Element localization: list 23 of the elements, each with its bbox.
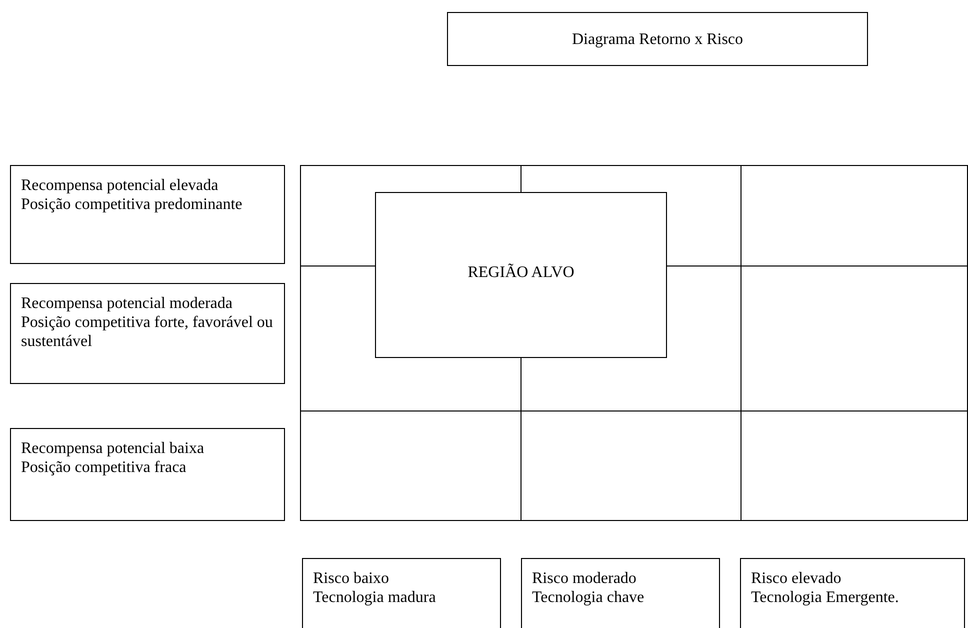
box-text: Risco elevado — [751, 569, 842, 588]
box-text: Posição competitiva forte, favorável ou sustentável — [21, 313, 274, 351]
box-text: Recompensa potencial baixa — [21, 439, 206, 458]
box-text: Risco moderado — [532, 569, 638, 588]
box-text: Posição competitiva fraca — [21, 458, 188, 477]
box-text: Tecnologia madura — [313, 588, 437, 607]
risk-box — [521, 558, 720, 628]
risk-box — [302, 558, 501, 628]
title-box — [447, 12, 868, 66]
reward-box — [10, 165, 285, 264]
reward-box — [10, 428, 285, 521]
target-region-box — [375, 192, 667, 358]
box-label: Diagrama Retorno x Risco — [572, 30, 744, 48]
box-text: Tecnologia Emergente. — [751, 588, 900, 607]
reward-box — [10, 283, 285, 384]
box-text: Risco baixo — [313, 569, 390, 588]
box-label: REGIÃO ALVO — [468, 263, 574, 282]
box-text: Recompensa potencial moderada — [21, 294, 234, 313]
box-text: Posição competitiva predominante — [21, 195, 244, 214]
box-text: Recompensa potencial elevada — [21, 176, 220, 195]
risk-box — [740, 558, 965, 628]
box-text: Tecnologia chave — [532, 588, 646, 607]
grid-box — [300, 165, 968, 521]
